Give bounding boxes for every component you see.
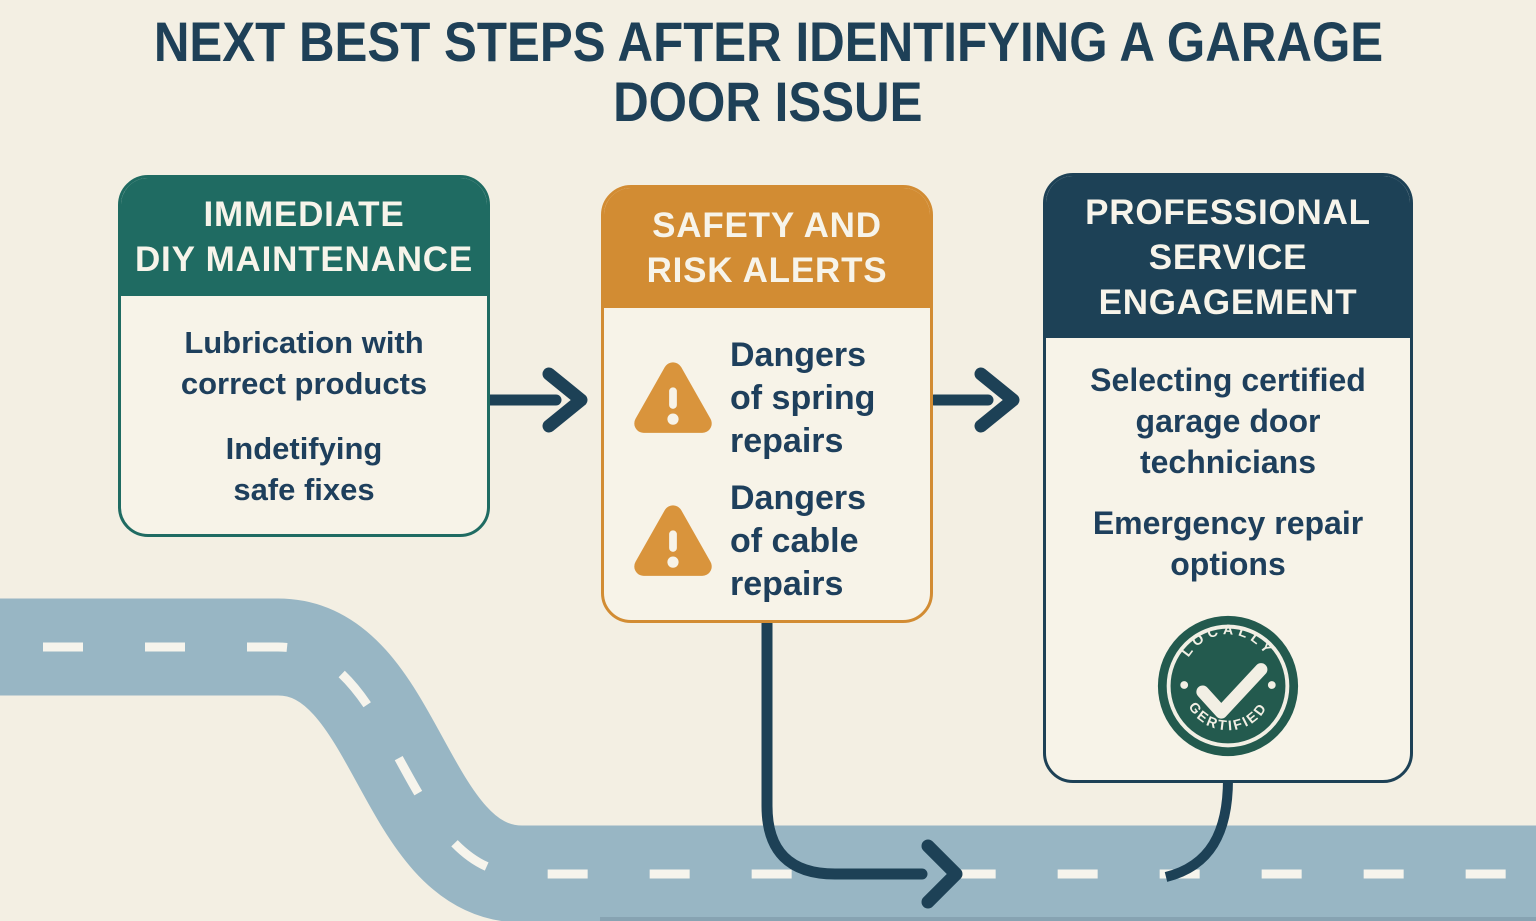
card2-header-line: SAFETY AND bbox=[652, 206, 882, 245]
warning-triangle-icon bbox=[634, 505, 712, 576]
road-centerline-dashes bbox=[0, 642, 1536, 879]
arrow-card2-to-card3 bbox=[928, 367, 1020, 433]
card3-header: PROFESSIONAL SERVICE ENGAGEMENT bbox=[1046, 176, 1410, 338]
road-bottom-edge bbox=[600, 917, 1536, 921]
page-title-line-1: NEXT BEST STEPS AFTER IDENTIFYING A GARA… bbox=[153, 10, 1383, 73]
connector-card2-to-road-arrow bbox=[761, 612, 963, 909]
checkmark-icon bbox=[1196, 663, 1268, 719]
card1-item-lubrication: Lubrication with correct products bbox=[180, 325, 428, 401]
badge-inner-ring bbox=[1166, 624, 1290, 748]
card3-header-line: PROFESSIONAL bbox=[1085, 192, 1371, 232]
card3-body: Selecting certified garage door technici… bbox=[1046, 338, 1410, 764]
card1-header: IMMEDIATE DIY MAINTENANCE bbox=[121, 178, 487, 296]
card2-header: SAFETY AND RISK ALERTS bbox=[604, 188, 930, 308]
warning-triangle-icon bbox=[634, 362, 712, 433]
card1-header-line: IMMEDIATE bbox=[203, 195, 405, 234]
connector-card3-to-road bbox=[1164, 778, 1233, 882]
card1-item-safe-fixes: Indetifying safe fixes bbox=[225, 431, 383, 507]
badge-dot-left bbox=[1180, 681, 1189, 689]
card2-item-spring-dangers: Dangers of spring repairs bbox=[630, 334, 918, 463]
card3-item-certified-technicians: Selecting certified garage door technici… bbox=[1090, 362, 1366, 480]
card-immediate-diy-maintenance: IMMEDIATE DIY MAINTENANCE Lubrication wi… bbox=[118, 175, 490, 537]
page-title-line-2: DOOR ISSUE bbox=[613, 70, 923, 133]
badge-dot-right bbox=[1267, 681, 1276, 689]
arrow-card1-to-card2 bbox=[483, 367, 588, 433]
card1-body: Lubrication with correct products Indeti… bbox=[121, 296, 487, 510]
page-title: NEXT BEST STEPS AFTER IDENTIFYING A GARA… bbox=[0, 12, 1536, 132]
card3-header-line: ENGAGEMENT bbox=[1098, 282, 1358, 322]
card2-item-cable-dangers: Dangers of cable repairs bbox=[630, 477, 918, 606]
locally-certified-badge: LOCALLY GERTIFIED bbox=[1155, 613, 1301, 764]
card1-header-line: DIY MAINTENANCE bbox=[134, 240, 474, 279]
card2-body: Dangers of spring repairs Dangers of cab… bbox=[604, 308, 930, 606]
card2-header-line: RISK ALERTS bbox=[646, 251, 888, 290]
card3-header-line: SERVICE bbox=[1148, 237, 1308, 277]
card3-item-emergency-repair: Emergency repair options bbox=[1092, 505, 1364, 582]
card-professional-service-engagement: PROFESSIONAL SERVICE ENGAGEMENT Selectin… bbox=[1043, 173, 1413, 783]
card-safety-and-risk-alerts: SAFETY AND RISK ALERTS Dangers of spring… bbox=[601, 185, 933, 623]
badge-circle bbox=[1157, 615, 1299, 757]
